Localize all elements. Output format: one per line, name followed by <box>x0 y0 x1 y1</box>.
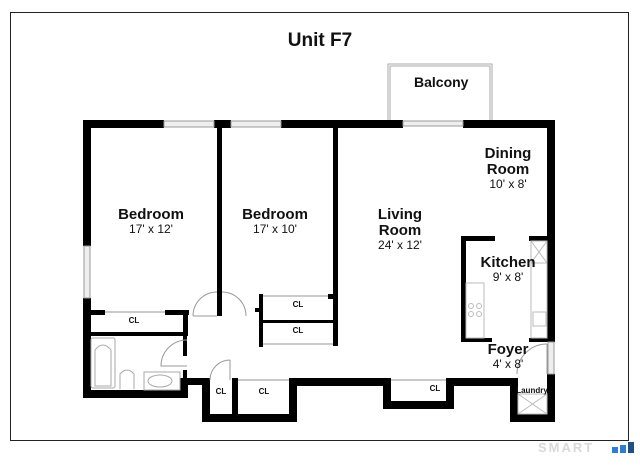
bathroom-fixtures <box>90 337 181 391</box>
closet-label-hall-right: CL <box>258 387 270 396</box>
closet-label-bedroom-2-lower: CL <box>292 326 304 335</box>
room-label-bedroom-1: Bedroom 17' x 12' <box>106 207 196 235</box>
room-name-line2: Room <box>486 160 530 178</box>
drawing-frame <box>10 12 629 441</box>
room-dims: 17' x 10' <box>253 221 297 236</box>
room-name: Bedroom <box>242 206 308 223</box>
door-swings <box>160 291 548 381</box>
closet-label-bedroom-1: CL <box>128 316 140 325</box>
watermark-text: SMART <box>538 440 595 455</box>
closet-label-hall-left: CL <box>215 387 227 396</box>
kitchen-fixtures <box>465 240 548 415</box>
room-label-kitchen: Kitchen 9' x 8' <box>468 255 548 283</box>
room-name-line1: Dining <box>484 145 532 162</box>
room-label-living-room: Living Room 24' x 12' <box>360 207 440 251</box>
room-dims: 17' x 12' <box>129 221 173 236</box>
balcony-outline <box>387 63 493 123</box>
room-dims: 4' x 8' <box>492 356 524 371</box>
closet-label-bedroom-2-upper: CL <box>292 300 304 309</box>
room-name: Bedroom <box>118 206 184 223</box>
exterior-walls <box>83 120 555 422</box>
interior-walls <box>83 120 547 390</box>
laundry-label: Laundry <box>516 386 548 395</box>
room-name-line1: Living <box>377 206 423 223</box>
plan-title: Unit F7 <box>287 30 353 51</box>
closet-doors <box>105 295 446 381</box>
windows <box>83 120 555 375</box>
room-dims: 10' x 8' <box>489 176 527 191</box>
watermark-logo-icon <box>612 442 634 453</box>
room-dims: 9' x 8' <box>492 269 524 284</box>
room-label-foyer: Foyer 4' x 8' <box>478 342 538 370</box>
closet-label-living-room: CL <box>429 384 441 393</box>
room-label-dining-room: Dining Room 10' x 8' <box>468 146 548 190</box>
room-label-bedroom-2: Bedroom 17' x 10' <box>230 207 320 235</box>
room-name: Foyer <box>487 341 529 358</box>
room-name: Kitchen <box>480 254 536 271</box>
room-name-line2: Room <box>378 221 422 239</box>
room-dims: 24' x 12' <box>378 237 422 252</box>
room-label-balcony: Balcony <box>414 74 469 90</box>
